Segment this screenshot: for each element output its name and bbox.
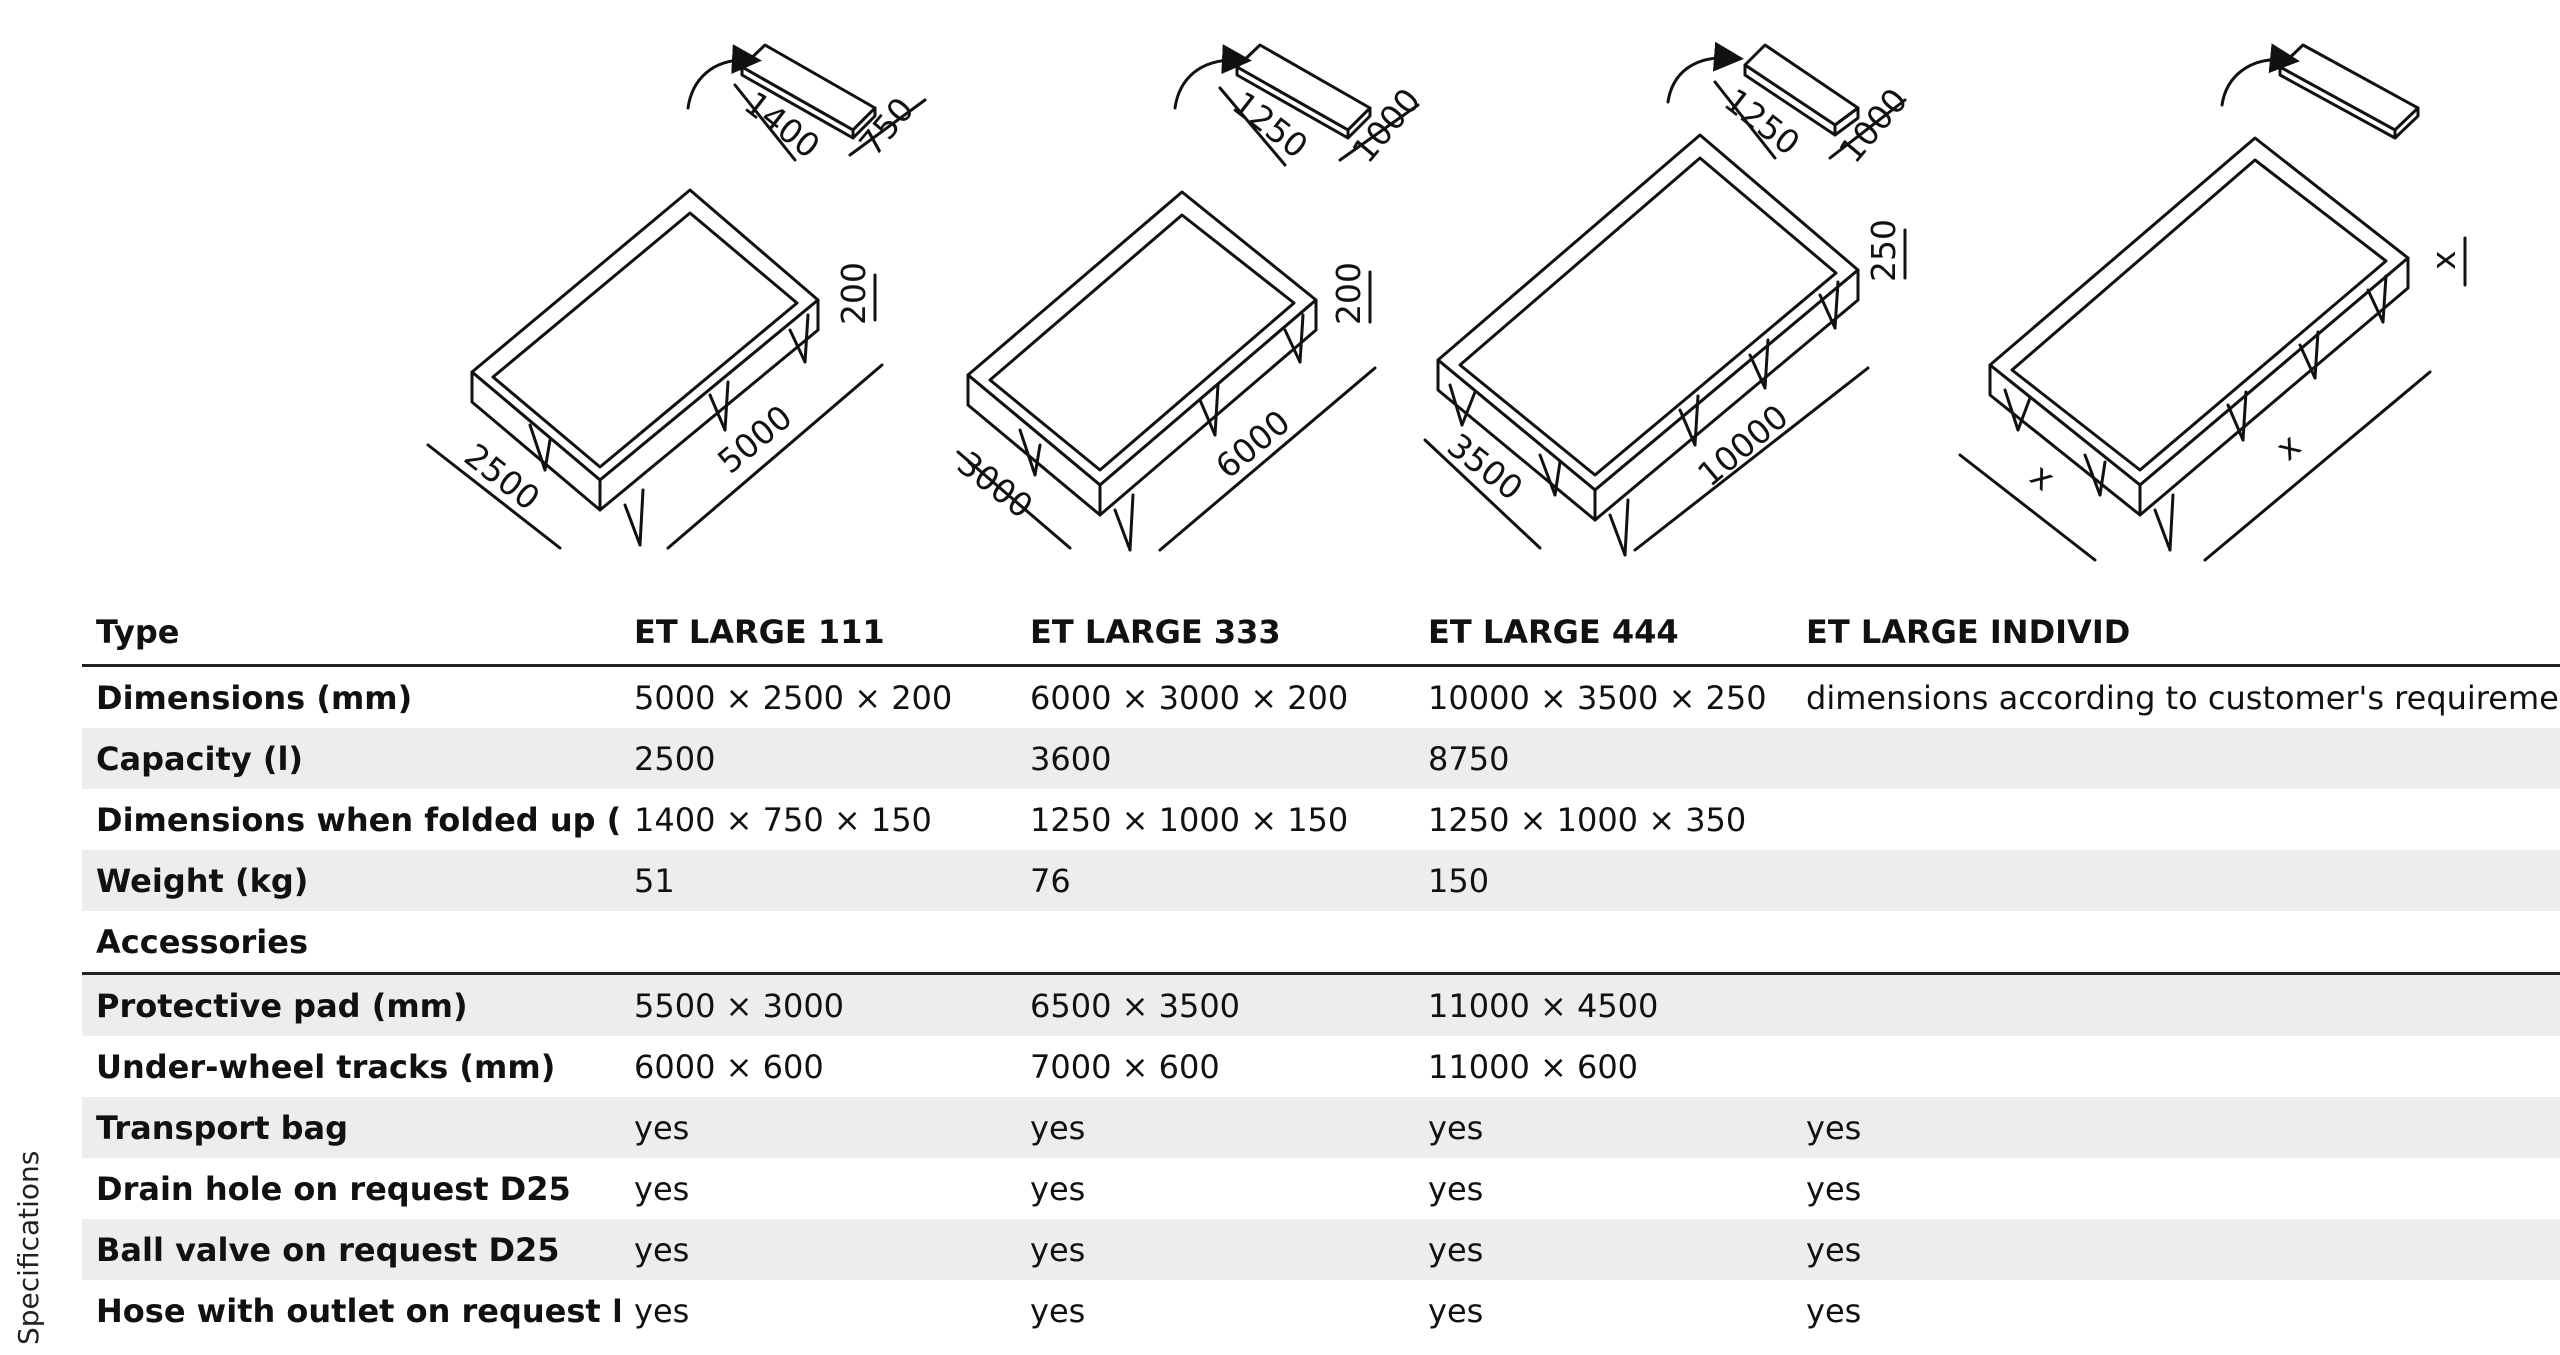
product-drawings: 1400 750 200 2500 5000 1250 [0,0,2560,570]
table-cell: 2500 [620,728,1016,789]
folded-pack [686,43,927,162]
accessories-heading: Accessories [82,911,620,975]
header-et-large-333: ET LARGE 333 [1016,600,1414,667]
dim-height: 200 [834,262,873,325]
dim-width: 3000 [950,444,1040,526]
table-cell: yes [634,1169,690,1208]
table-cell: yes [1414,1219,1792,1280]
table-row: Dimensions when folded up (mm) 1400 × 75… [82,789,2560,850]
dim-length: x [2268,426,2308,468]
header-et-large-111: ET LARGE 111 [620,600,1016,667]
side-section-label: Specifications [12,1150,45,1345]
table-cell [1792,789,2560,850]
dim-width: x [2023,456,2062,499]
dim-height: 250 [1864,219,1903,282]
table-cell: yes [620,1219,1016,1280]
table-cell: yes [1806,1291,1862,1330]
dim-height: x [2424,250,2463,270]
folded-pack [2220,43,2420,140]
table-row: Capacity (l) 2500 3600 8750 [82,728,2560,789]
accessories-heading-row: Accessories [82,911,2560,975]
table-cell: 7000 × 600 [1030,1047,1220,1086]
table-cell: 5500 × 3000 [620,973,1016,1036]
table-cell: yes [620,1097,1016,1158]
table-header: Type ET LARGE 111 ET LARGE 333 ET LARGE … [82,600,2560,667]
table-row: Weight (kg) 51 76 150 [82,850,2560,911]
table-row: Dimensions (mm) 5000 × 2500 × 200 6000 ×… [82,666,2560,729]
table-cell [1792,850,2560,911]
row-label: Drain hole on request D25 [96,1169,571,1208]
table-cell: 76 [1016,850,1414,911]
row-label: Protective pad (mm) [82,973,620,1036]
row-label: Transport bag [82,1097,620,1158]
row-label: Ball valve on request D25 [82,1219,620,1280]
table-cell: yes [1428,1169,1484,1208]
table-cell: 1400 × 750 × 150 [634,800,932,839]
drawing-et-large-333: 1250 1000 200 3000 6000 [950,43,1428,552]
table-cell: 6000 × 600 [634,1047,824,1086]
table-cell [1792,728,2560,789]
table-row: Transport bag yes yes yes yes [82,1097,2560,1158]
drawing-et-large-111: 1400 750 200 2500 5000 [426,43,927,550]
table-cell: 11000 × 4500 [1414,973,1792,1036]
row-label: Capacity (l) [82,728,620,789]
tray [1958,136,2467,562]
folded-pack [1666,41,1907,160]
table-cell: 5000 × 2500 × 200 [634,678,953,717]
header-et-large-individ: ET LARGE INDIVID [1792,600,2560,667]
row-label: Hose with outlet on request D25 [96,1291,620,1330]
table-row: Under-wheel tracks (mm) 6000 × 600 7000 … [82,1036,2560,1097]
table-cell [1792,973,2560,1036]
table-cell: yes [1792,1097,2560,1158]
row-label: Dimensions when folded up (mm) [96,800,620,839]
table-cell: 51 [620,850,1016,911]
table-cell: 1250 × 1000 × 150 [1030,800,1349,839]
folded-pack [1173,43,1420,167]
table-cell: 1250 × 1000 × 350 [1428,800,1747,839]
tray [1423,133,1907,557]
header-type: Type [82,600,620,667]
table-cell: 10000 × 3500 × 250 [1428,678,1767,717]
header-et-large-444: ET LARGE 444 [1414,600,1792,667]
table-cell: yes [1016,1219,1414,1280]
tray [956,190,1377,552]
specifications-table: Type ET LARGE 111 ET LARGE 333 ET LARGE … [82,600,2560,1341]
table-cell: yes [1414,1097,1792,1158]
row-label: Under-wheel tracks (mm) [96,1047,556,1086]
table-cell: dimensions according to customer's requi… [1806,678,2560,717]
table-cell: yes [1016,1097,1414,1158]
table-cell: yes [1030,1169,1086,1208]
table-row: Drain hole on request D25 yes yes yes ye… [82,1158,2560,1219]
tray [426,188,884,550]
table-cell: 11000 × 600 [1428,1047,1639,1086]
table-row: Hose with outlet on request D25 yes yes … [82,1280,2560,1341]
drawing-et-large-individ: x x x [1958,43,2467,562]
row-label: Dimensions (mm) [96,678,413,717]
table-cell: 8750 [1414,728,1792,789]
row-label: Weight (kg) [82,850,620,911]
table-cell: yes [634,1291,690,1330]
table-cell: 6000 × 3000 × 200 [1030,678,1349,717]
table-cell [1792,1036,2560,1097]
table-row: Protective pad (mm) 5500 × 3000 6500 × 3… [82,973,2560,1036]
table-cell: 150 [1414,850,1792,911]
table-cell: yes [1428,1291,1484,1330]
table-cell: yes [1030,1291,1086,1330]
table-cell: 6500 × 3500 [1016,973,1414,1036]
drawing-et-large-444: 1250 1000 250 3500 10000 [1423,41,1915,557]
dim-height: 200 [1329,262,1368,325]
table-cell: 3600 [1016,728,1414,789]
table-cell: yes [1792,1219,2560,1280]
table-row: Ball valve on request D25 yes yes yes ye… [82,1219,2560,1280]
table-cell: yes [1806,1169,1862,1208]
